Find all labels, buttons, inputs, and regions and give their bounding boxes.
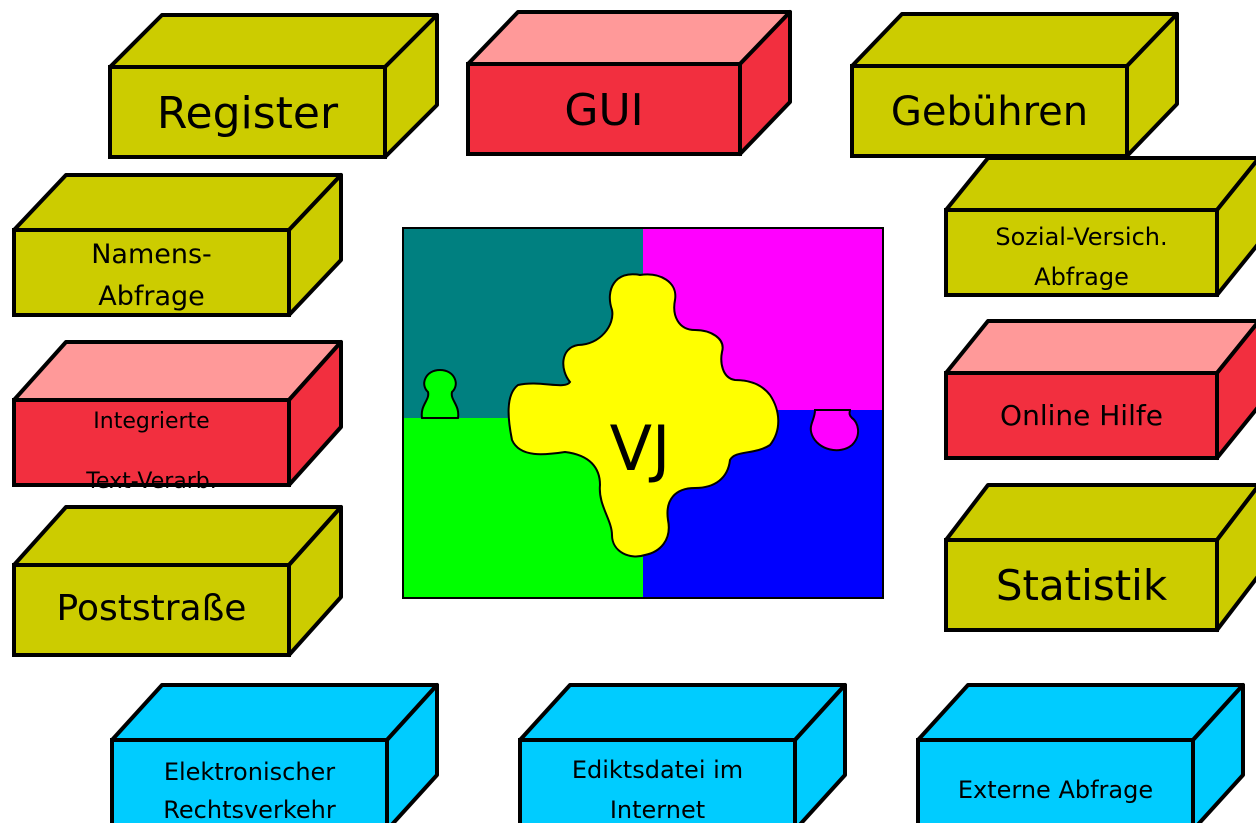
module-label: Ediktsdatei im (572, 756, 743, 784)
module-box-front (108, 65, 387, 159)
module-box-front (12, 563, 291, 657)
center-label: VJ (610, 412, 671, 485)
module-box-hilfe: Online Hilfe (944, 319, 1256, 460)
module-box-sozial: Sozial-Versich. Abfrage (944, 156, 1256, 297)
module-label: Online Hilfe (1000, 399, 1163, 432)
module-box-front (850, 64, 1129, 158)
module-box-front (110, 738, 389, 823)
module-box-front (916, 738, 1195, 823)
puzzle-graphic: VJ (402, 227, 884, 599)
module-label: Text-Verarb. (85, 469, 217, 494)
module-box-front (944, 538, 1219, 632)
module-box-top (108, 13, 439, 69)
module-box-edikt: Ediktsdatei im Internet (518, 683, 847, 823)
module-label: Gebühren (891, 89, 1088, 135)
module-box-gui: GUI (466, 10, 792, 156)
module-box-top (944, 319, 1256, 375)
module-box-gebuehren: Gebühren (850, 12, 1179, 158)
module-box-poststr: Poststraße (12, 505, 343, 657)
module-label: Statistik (996, 561, 1168, 610)
puzzle-center-piece (507, 273, 780, 558)
module-box-front (12, 398, 291, 487)
module-box-front (518, 738, 797, 823)
module-box-extern: Externe Abfrage (916, 683, 1245, 823)
module-label: Namens- (91, 239, 212, 270)
module-label: Rechtsverkehr (163, 796, 336, 823)
module-box-front (466, 62, 742, 156)
module-label: Abfrage (98, 281, 205, 312)
puzzle-magenta-knob (809, 409, 859, 452)
puzzle-green-knob (420, 368, 460, 419)
module-box-front (944, 208, 1219, 297)
module-box-statistik: Statistik (944, 483, 1256, 632)
module-label: Elektronischer (164, 758, 335, 786)
module-box-top (466, 10, 792, 66)
module-box-top (110, 683, 439, 742)
module-box-top (12, 340, 343, 402)
module-box-top (12, 173, 343, 232)
module-box-top (12, 505, 343, 567)
module-label: GUI (564, 85, 643, 136)
module-label: Integrierte (93, 409, 209, 434)
module-label: Internet (610, 796, 705, 823)
module-box-top (944, 483, 1256, 542)
module-label: Abfrage (1034, 263, 1129, 291)
module-box-top (518, 683, 847, 742)
module-box-top (916, 683, 1245, 742)
module-box-register: Register (108, 13, 439, 159)
module-label: Externe Abfrage (958, 776, 1153, 804)
module-box-top (944, 156, 1256, 212)
module-box-front (944, 371, 1219, 460)
module-box-front (12, 228, 291, 317)
module-label: Poststraße (57, 588, 247, 629)
module-label: Register (157, 88, 339, 139)
module-label: Sozial-Versich. (995, 223, 1167, 251)
module-box-top (850, 12, 1179, 68)
module-box-namens: Namens- Abfrage (12, 173, 343, 317)
puzzle-border (402, 227, 884, 599)
